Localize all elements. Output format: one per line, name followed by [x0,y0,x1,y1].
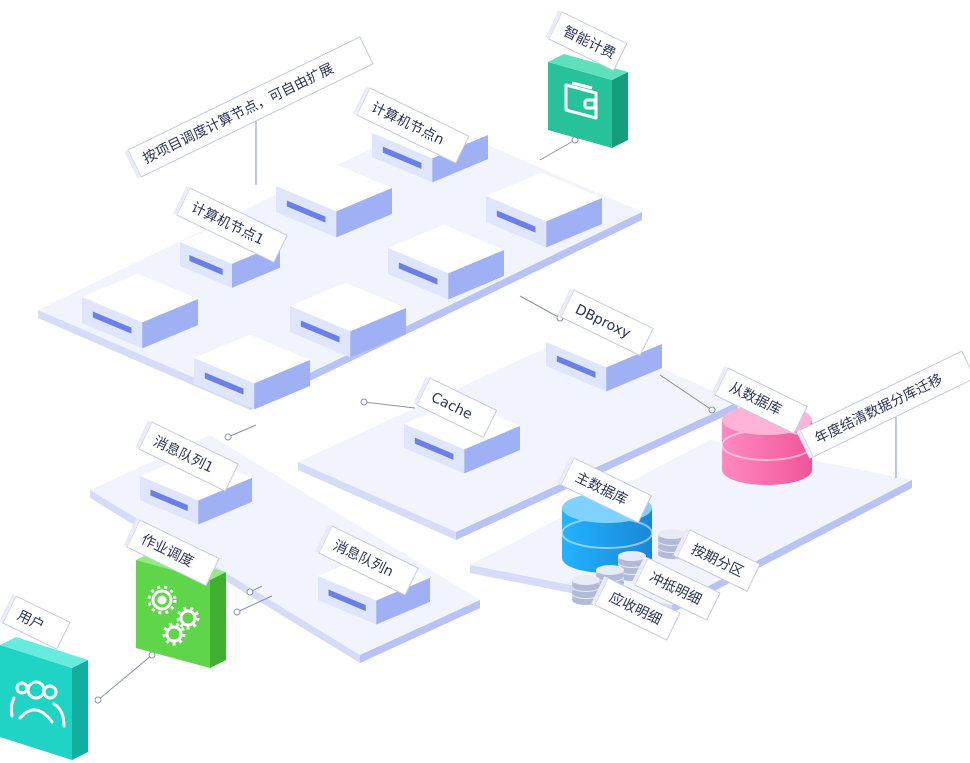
label-schedule-note: 按项目调度计算节点，可自由扩展 [124,36,374,179]
server-node-front [194,334,310,410]
server-node-back-middle [276,162,392,238]
label-archive-note-text: 年度结清数据分库迁移 [812,371,945,447]
server-node-middle-right [388,224,504,300]
server-node-middle [290,282,406,358]
label-mq-1: 消息队列1 [135,420,239,492]
label-archive-note: 年度结清数据分库迁移 [796,350,970,459]
server-node-front-left [82,273,198,349]
label-user: 用户 [0,594,71,650]
users-icon [9,680,66,728]
server-node-back-right [486,172,602,248]
user-tile[interactable] [0,637,88,760]
billing-tile[interactable] [548,54,628,148]
disk-stack-receivable [572,575,600,605]
dbproxy-server [546,318,662,392]
label-cards: 按项目调度计算节点，可自由扩展智能计费计算机节点n计算机节点1DBproxyCa… [0,10,970,650]
label-schedule-note-text: 按项目调度计算节点，可自由扩展 [140,61,336,167]
gears-icon [147,585,200,646]
wallet-icon [564,81,598,120]
